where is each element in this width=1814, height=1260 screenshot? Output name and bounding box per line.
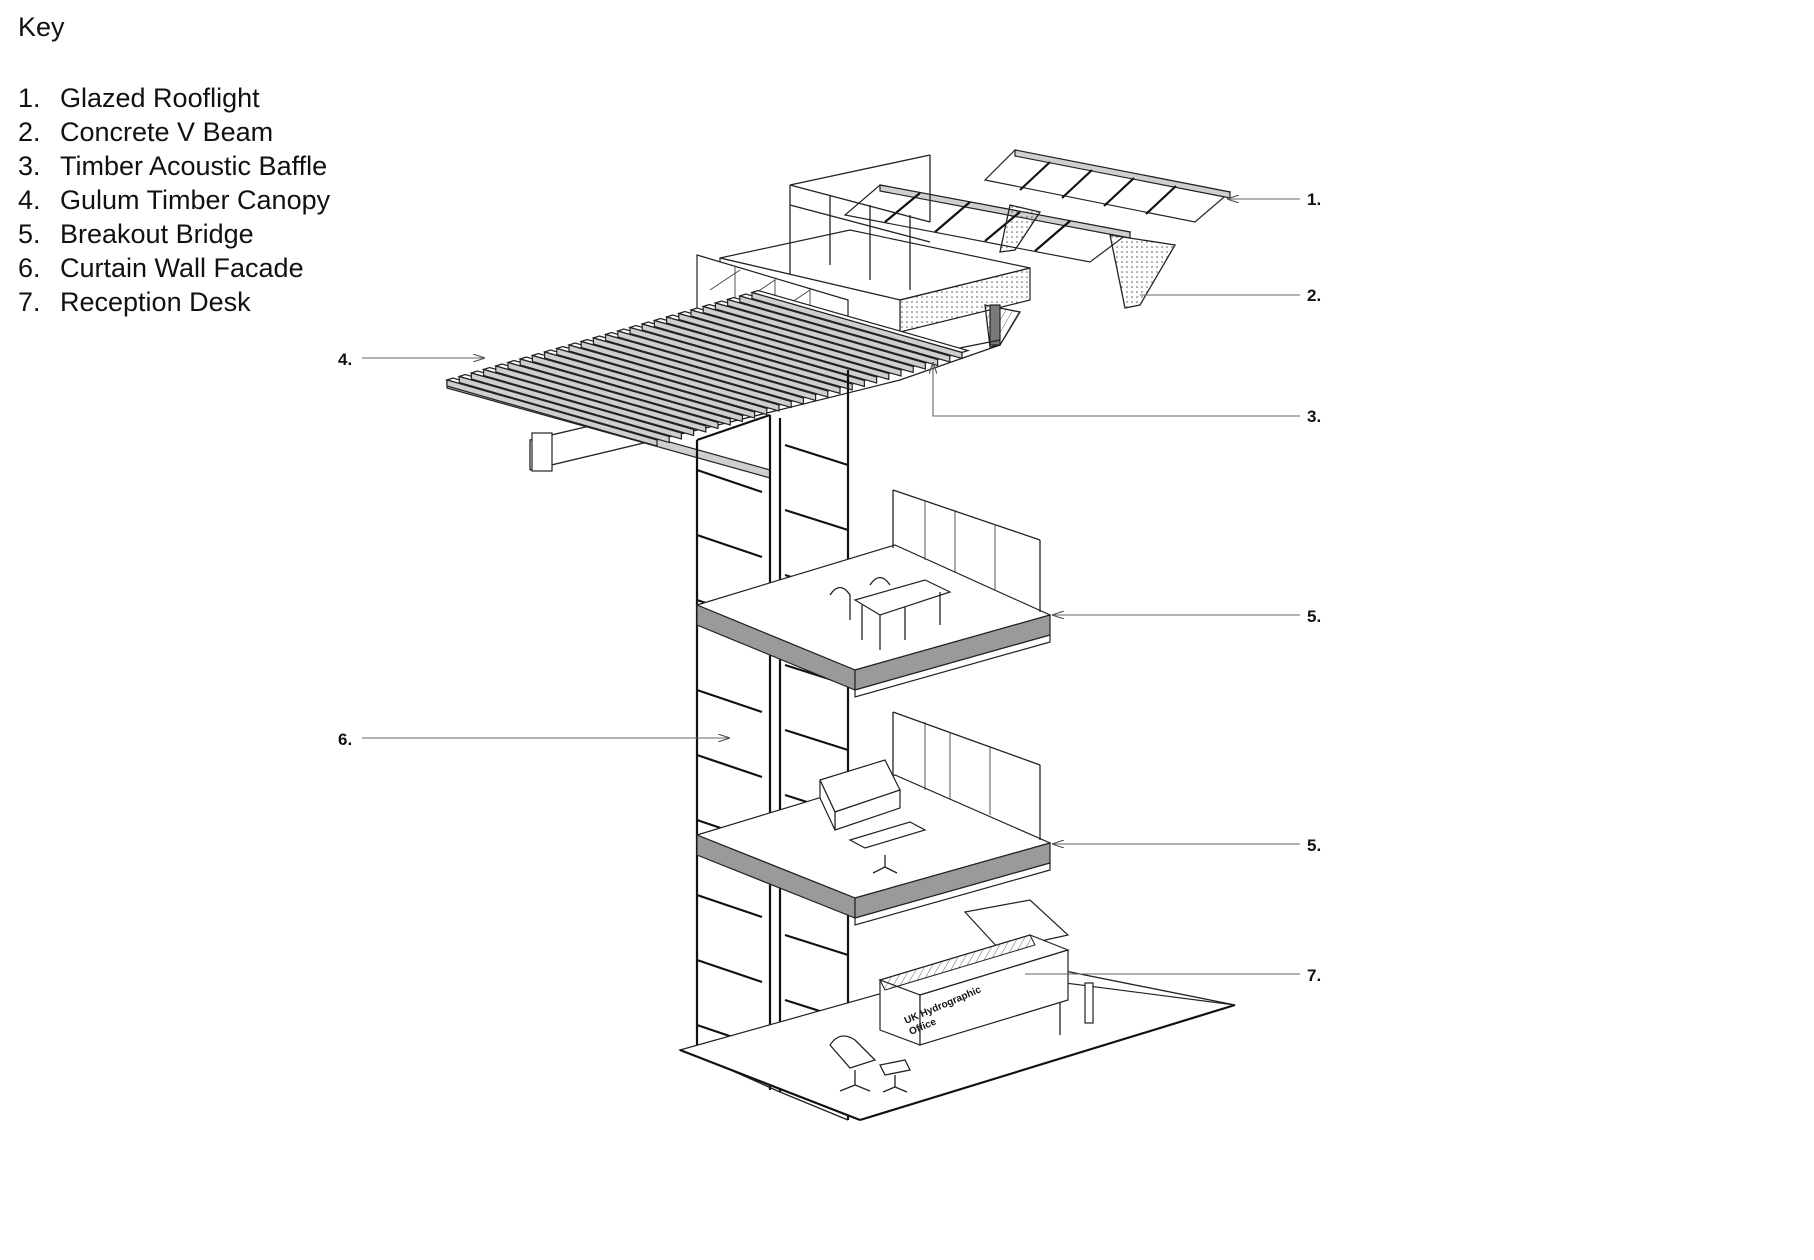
key-item-number: 7.: [18, 287, 41, 317]
key-item-label: Reception Desk: [60, 287, 251, 317]
callout-6-label: 6.: [338, 730, 352, 749]
key-list: 1. Glazed Rooflight 2. Concrete V Beam 3. T…: [18, 81, 330, 319]
ground-floor: [678, 969, 1236, 1122]
callout-7-label: 7.: [1307, 966, 1321, 985]
key-item-label: Gulum Timber Canopy: [60, 185, 331, 215]
callout-5-upper-label: 5.: [1307, 607, 1321, 626]
key-item-label: Curtain Wall Facade: [60, 253, 304, 283]
breakout-bridge-lower: [695, 711, 1052, 926]
key-item-number: 5.: [18, 219, 41, 249]
key-item: 1. Glazed Rooflight: [18, 81, 330, 115]
glazed-rooflight: [843, 149, 1232, 263]
callout-4: 4.: [338, 350, 485, 369]
callout-5-lower-label: 5.: [1307, 836, 1321, 855]
facade-ledges: [696, 443, 849, 1049]
callout-3: 3.: [933, 362, 1321, 426]
callout-1: 1.: [1227, 190, 1321, 209]
key-legend: Key 1. Glazed Rooflight 2. Concrete V Beam…: [18, 12, 330, 319]
callout-6: 6.: [338, 730, 730, 749]
breakout-bridge-upper: [695, 489, 1052, 698]
key-item-number: 1.: [18, 83, 41, 113]
key-item: 5. Breakout Bridge: [18, 217, 330, 251]
key-item-number: 6.: [18, 253, 41, 283]
curtain-wall-facade: [695, 370, 850, 1121]
key-item-label: Breakout Bridge: [60, 219, 254, 249]
key-item-label: Concrete V Beam: [60, 117, 274, 147]
key-item-number: 2.: [18, 117, 41, 147]
key-item: 4. Gulum Timber Canopy: [18, 183, 330, 217]
key-item: 7. Reception Desk: [18, 285, 330, 319]
callout-2: 2.: [1140, 286, 1321, 305]
key-item-number: 4.: [18, 185, 41, 215]
callout-3-label: 3.: [1307, 407, 1321, 426]
callout-7: 7.: [1025, 966, 1321, 985]
key-item: 3. Timber Acoustic Baffle: [18, 149, 330, 183]
key-item: 2. Concrete V Beam: [18, 115, 330, 149]
key-item-number: 3.: [18, 151, 41, 181]
callout-5-lower: 5.: [1052, 836, 1321, 855]
callout-4-label: 4.: [338, 350, 352, 369]
callout-2-label: 2.: [1307, 286, 1321, 305]
callout-5-upper: 5.: [1052, 607, 1321, 626]
key-title: Key: [18, 12, 65, 42]
key-item-label: Timber Acoustic Baffle: [60, 151, 328, 181]
key-item-label: Glazed Rooflight: [60, 83, 260, 113]
key-item: 6. Curtain Wall Facade: [18, 251, 330, 285]
callout-1-label: 1.: [1307, 190, 1321, 209]
gulum-timber-canopy: [444, 289, 971, 479]
